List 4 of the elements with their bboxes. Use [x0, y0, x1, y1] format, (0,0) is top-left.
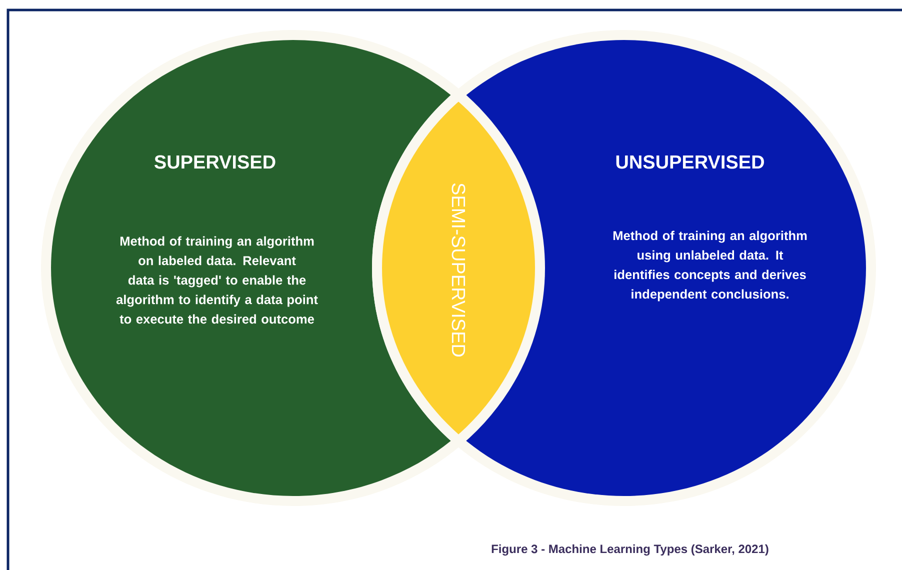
circle-description: Method of training an algorithm on labeled data. Relevant data is 'tagged' to enable the algorithm to identify a data point to execute the desired outcome [116, 236, 318, 324]
circle-description: Method of training an algorithm using unlabeled data. It identifies concepts and derives independent conclusions. [613, 230, 807, 302]
caption: Figure 3 - Machine Learning Types (Sarker, 2021) [492, 544, 768, 556]
overlap-lens: SEMI-SUPERVISED [372, 30, 545, 506]
